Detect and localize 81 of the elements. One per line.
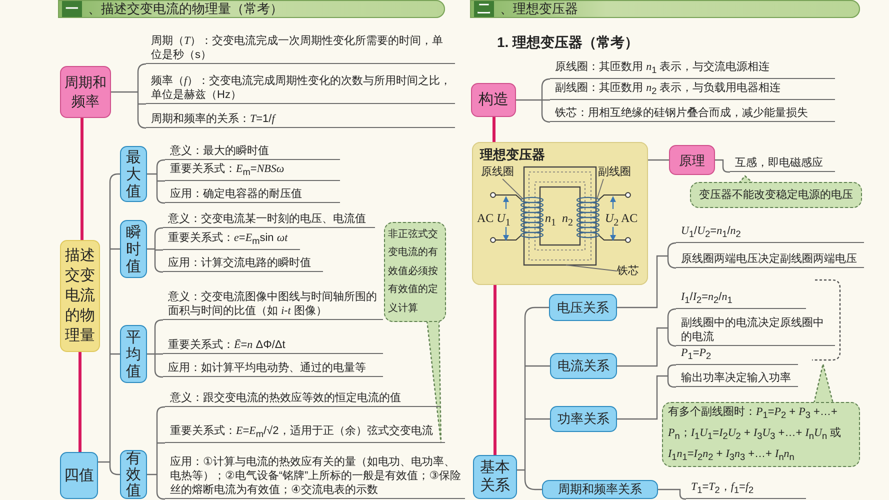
connector bbox=[494, 285, 496, 455]
connector bbox=[715, 159, 730, 173]
branch-text: 副线圈中的电流决定原线圈中的电流 bbox=[676, 311, 835, 346]
connector bbox=[146, 159, 166, 204]
subtopic-box: 周期和频率关系 bbox=[542, 480, 658, 499]
branch-text: 铁芯：用相互绝缘的硅钢片叠合而成，减少能量损失 bbox=[550, 102, 835, 122]
section-banner bbox=[58, 0, 445, 18]
leader-line bbox=[502, 178, 524, 200]
section-banner bbox=[470, 0, 860, 18]
connector bbox=[97, 173, 121, 476]
note-bubble: 非正弦式交变电流的有效值必须按有效值的定义计算 bbox=[384, 222, 446, 322]
symbol-label: n$_{2}$ bbox=[562, 211, 573, 230]
number-badge: 一 bbox=[62, 1, 82, 17]
part-label: 副线圈 bbox=[598, 165, 634, 179]
symbol-label: n$_{1}$ bbox=[545, 211, 556, 230]
subtopic-box: 有效值 bbox=[120, 450, 147, 499]
branch-text: 周期和频率的关系：T=1/f bbox=[146, 106, 455, 128]
branch-text: 频率（f）：交变电流完成周期性变化的次数与所用时间之比，单位是赫兹（Hz） bbox=[146, 66, 455, 104]
connector bbox=[492, 117, 496, 142]
core-outline bbox=[523, 166, 597, 266]
subtopic-box: 瞬时值 bbox=[120, 220, 147, 278]
connector bbox=[658, 488, 686, 500]
formula-text: U$_{1}$/U$_{2}$=n$_{1}$/n$_{2}$ bbox=[676, 214, 864, 243]
topic-box: 周期和频率 bbox=[60, 66, 111, 118]
connector bbox=[146, 227, 164, 273]
subtopic-box: 功率关系 bbox=[550, 406, 617, 432]
section-heading: 1. 理想变压器（常考） bbox=[497, 35, 639, 49]
branch-text: 互感，即电磁感应 bbox=[730, 152, 835, 172]
branch-text: 意义：跟交变电流的热效应等效的恒定电流的值 bbox=[165, 390, 440, 407]
topic-box: 描述交变电流的物理量 bbox=[60, 240, 100, 352]
subtopic-box: 基本关系 bbox=[473, 455, 517, 499]
banner-title: 、描述交变电流的物理量（常考） bbox=[88, 0, 283, 18]
branch-text: 原线圈两端电压决定副线圈两端电压 bbox=[676, 245, 864, 268]
connector bbox=[80, 118, 84, 240]
part-label: 铁芯 bbox=[617, 264, 643, 278]
leader-line bbox=[596, 178, 604, 200]
connector bbox=[78, 352, 82, 452]
branch-text: 副线圈：其匝数用 n$_{2}$ 表示，与负载用电器相连 bbox=[550, 81, 835, 100]
branch-text: 周期（T）：交变电流完成一次周期性变化所需要的时间，单位是秒（s） bbox=[146, 27, 455, 64]
leader-line bbox=[566, 264, 618, 272]
branch-text: 意义：交变电流某一时刻的电压、电流值 bbox=[163, 211, 375, 228]
formula-text: P$_{1}$=P$_{2}$ bbox=[676, 350, 798, 365]
branch-text: 应用：确定电容器的耐压值 bbox=[165, 183, 340, 203]
symbol-label: U$_{2}$ AC bbox=[605, 211, 638, 230]
connector bbox=[616, 308, 677, 367]
branch-text: 重要关系式：e=E$_{m}$sin ωt bbox=[163, 230, 300, 250]
branch-text: 重要关系式：Ē=n ΔΦ/Δt bbox=[163, 322, 383, 354]
connector bbox=[146, 319, 164, 378]
subtopic-box: 平均值 bbox=[120, 325, 147, 383]
banner-title: 、理想变压器 bbox=[500, 0, 578, 18]
subtopic-box: 电压关系 bbox=[549, 294, 617, 321]
subtopic-box: 电流关系 bbox=[550, 353, 617, 379]
branch-text: 应用：如计算平均电动势、通过的电量等 bbox=[163, 356, 383, 377]
coil-drawing bbox=[520, 196, 544, 238]
connector bbox=[616, 364, 677, 420]
branch-text: 应用：①计算与电流的热效应有关的量（如电功、电功率、电热等）；②电气设备“铭牌”上所标的一般是有效值；③保险丝的熔断电流为有效值；④交流电表的示数 bbox=[165, 445, 465, 499]
branch-text: 应用：计算交流电路的瞬时值 bbox=[163, 252, 323, 272]
connector bbox=[648, 159, 669, 161]
number-badge: 二 bbox=[474, 1, 494, 17]
branch-text: 重要关系式：E$_{m}$=NBSω bbox=[165, 162, 340, 181]
connector bbox=[616, 242, 677, 308]
branch-text: 输出功率决定输入功率 bbox=[676, 367, 798, 387]
subtopic-box: 最大值 bbox=[120, 146, 147, 202]
subtopic-box: 四值 bbox=[60, 452, 98, 499]
branch-text: 意义：交变电流图像中图线与时间轴所围的面积与时间的比值（如 i-t 图像） bbox=[163, 280, 383, 320]
topic-box: 构造 bbox=[471, 83, 516, 117]
topic-box: 原理 bbox=[669, 145, 715, 175]
part-label: 原线圈 bbox=[481, 165, 517, 179]
branch-text: 意义：最大的瞬时值 bbox=[165, 142, 340, 160]
note-bubble: 有多个副线圈时：P$_{1}$=P$_{2}$ + P$_{3}$ +…+ P$_{n}$；I$_{1}$U$_{1}$=I$_{2}$U$_{2}$ + I$_{3}$U$_{3}$ +…+ I$_{n}$U$_{n}$ 或 I$_{1}$n$_{1}$=I$_{2}$n$_{2}$ + I$_{3}$n$_{3}$ +…+ I$_{n}$n$_{n}$ bbox=[662, 402, 860, 467]
coil-drawing bbox=[576, 196, 600, 238]
branch-text: 原线圈：其匝数用 n$_{1}$ 表示，与交流电源相连 bbox=[550, 62, 835, 79]
formula-text: I$_{1}$/I$_{2}$=n$_{2}$/n$_{1}$ bbox=[676, 283, 806, 309]
panel-title: 理想变压器 bbox=[480, 146, 545, 164]
connector bbox=[516, 306, 551, 490]
connector bbox=[146, 406, 166, 500]
formula-text: T$_{1}$=T$_{2}$，f$_{1}$=f$_{2}$ bbox=[686, 481, 806, 499]
symbol-label: AC U$_{1}$ bbox=[477, 211, 510, 230]
connector bbox=[515, 78, 551, 123]
branch-text: 重要关系式：E=E$_{m}$/√2，适用于正（余）弦式交变电流 bbox=[165, 409, 445, 443]
diagram-panel bbox=[472, 142, 648, 285]
